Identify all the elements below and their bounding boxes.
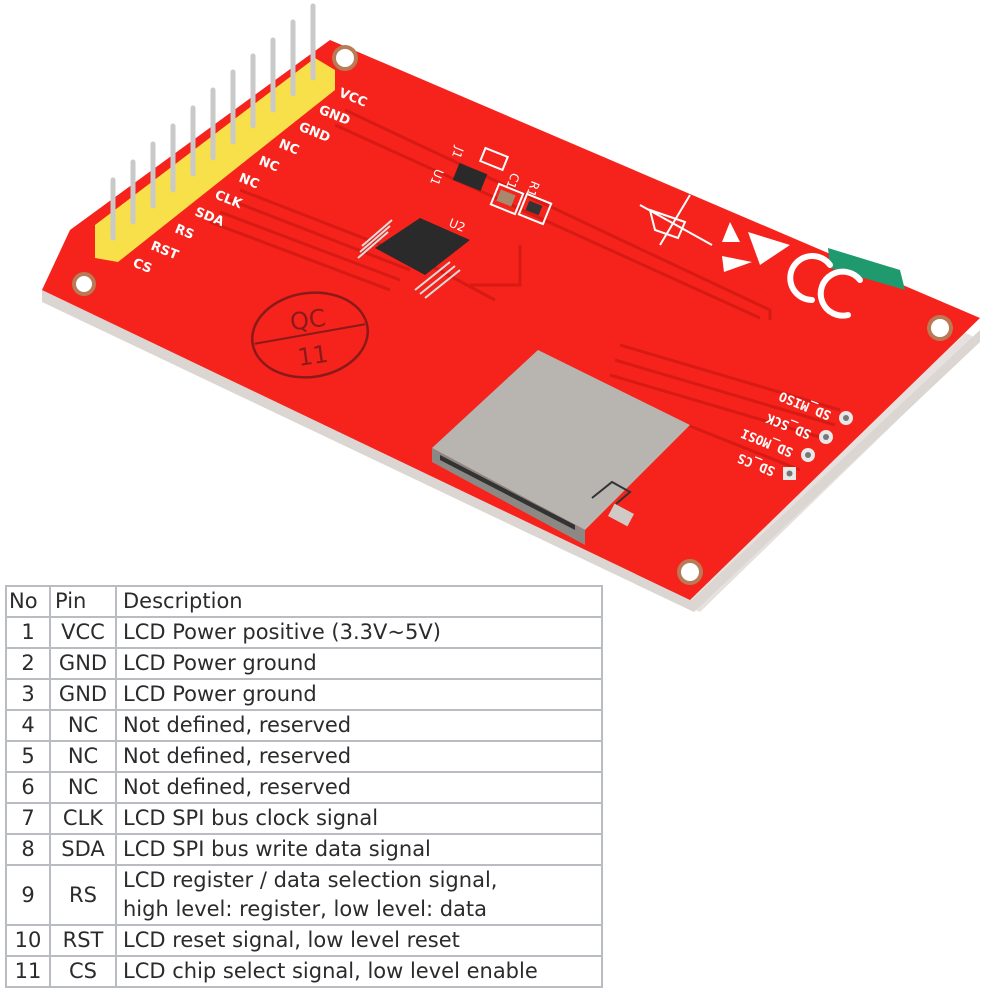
pin-number-cell: 3 — [5, 678, 51, 711]
pin-description-cell: LCD SPI bus clock signal — [115, 802, 603, 835]
description-line: Not defined, reserved — [123, 744, 352, 768]
description-line: LCD Power ground — [123, 651, 317, 675]
pcb — [42, 40, 980, 600]
pin-number-cell: 11 — [5, 955, 51, 988]
description-line: LCD Power ground — [123, 682, 317, 706]
regulator-u1 — [452, 163, 488, 191]
table-header-row: No Pin Description — [5, 585, 603, 618]
silk-label: CS — [131, 256, 154, 277]
silk-label: NC — [237, 171, 262, 193]
svg-text:U2: U2 — [447, 216, 467, 235]
pin-description-cell: Not defined, reserved — [115, 740, 603, 773]
description-line: LCD register / data selection signal, — [123, 868, 498, 892]
pin-description-cell: LCD Power positive (3.3V~5V) — [115, 616, 603, 649]
weee-bin-icon — [639, 194, 713, 246]
pin-name-cell: NC — [49, 771, 117, 804]
silk-label: RS — [173, 222, 197, 243]
pin-number-cell: 8 — [5, 833, 51, 866]
silk-label: NC — [257, 154, 282, 176]
qc-stamp: QC 11 — [251, 291, 369, 379]
pin-description-cell: LCD SPI bus write data signal — [115, 833, 603, 866]
pin-description-cell: Not defined, reserved — [115, 709, 603, 742]
mounting-holes — [72, 45, 953, 585]
svg-text:11: 11 — [296, 340, 330, 372]
lcd-module-photo: VCC GND GND NC NC NC CLK SDA RS RST CS U… — [42, 3, 980, 612]
pin-header — [95, 3, 335, 262]
pin-description-cell: LCD Power ground — [115, 647, 603, 680]
description-line: LCD Power positive (3.3V~5V) — [123, 620, 441, 644]
ce-mark-icon — [787, 253, 863, 319]
pin-number-cell: 1 — [5, 616, 51, 649]
sd-card-slot — [432, 350, 690, 545]
pin-description-cell: LCD Power ground — [115, 678, 603, 711]
pin-description-cell: LCD register / data selection signal, hig… — [115, 864, 603, 926]
pin-number-cell: 6 — [5, 771, 51, 804]
description-line: high level: register, low level: data — [123, 897, 488, 921]
column-header-pin: Pin — [49, 585, 117, 618]
component-labels: U1 J1 C1 R1 U2 — [427, 144, 542, 235]
pin-name-cell: CLK — [49, 802, 117, 835]
esd-warning-icon — [722, 222, 790, 272]
svg-text:U1: U1 — [427, 167, 446, 187]
description-line: LCD SPI bus clock signal — [123, 806, 379, 830]
pin-number-cell: 9 — [5, 864, 51, 926]
pin-number-cell: 7 — [5, 802, 51, 835]
pin-number-cell: 5 — [5, 740, 51, 773]
ic-u2 — [357, 218, 470, 299]
pin-name-cell: CS — [49, 955, 117, 988]
pin-name-cell: GND — [49, 678, 117, 711]
pin-name-cell: RS — [49, 864, 117, 926]
components — [357, 146, 553, 299]
svg-text:C1: C1 — [503, 171, 522, 191]
pin-name-cell: NC — [49, 709, 117, 742]
pcb-traces — [209, 108, 841, 472]
column-header-no: No — [5, 585, 51, 618]
pin-number-cell: 4 — [5, 709, 51, 742]
pin-number-cell: 2 — [5, 647, 51, 680]
pin-description-cell: LCD reset signal, low level reset — [115, 924, 603, 957]
pin-number-cell: 10 — [5, 924, 51, 957]
svg-text:R1: R1 — [523, 179, 542, 199]
description-line: Not defined, reserved — [123, 775, 352, 799]
description-line: LCD chip select signal, low level enable — [123, 959, 538, 983]
pin-description-cell: Not defined, reserved — [115, 771, 603, 804]
svg-text:QC: QC — [288, 304, 327, 337]
silk-label: NC — [277, 137, 302, 159]
pin-name-cell: SDA — [49, 833, 117, 866]
description-line: Not defined, reserved — [123, 713, 352, 737]
capacitor-c1 — [489, 182, 525, 216]
pin-description-cell: LCD chip select signal, low level enable — [115, 955, 603, 988]
jumper-j1 — [478, 146, 510, 172]
description-line: LCD reset signal, low level reset — [123, 928, 460, 952]
sd-pads — [783, 411, 853, 480]
resistor-r1 — [517, 192, 553, 226]
column-header-description: Description — [115, 585, 603, 618]
flex-cable — [828, 248, 905, 290]
svg-text:J1: J1 — [449, 144, 467, 161]
pin-name-cell: VCC — [49, 616, 117, 649]
pin-name-cell: RST — [49, 924, 117, 957]
description-line: LCD SPI bus write data signal — [123, 837, 431, 861]
pin-name-cell: NC — [49, 740, 117, 773]
pin-name-cell: GND — [49, 647, 117, 680]
